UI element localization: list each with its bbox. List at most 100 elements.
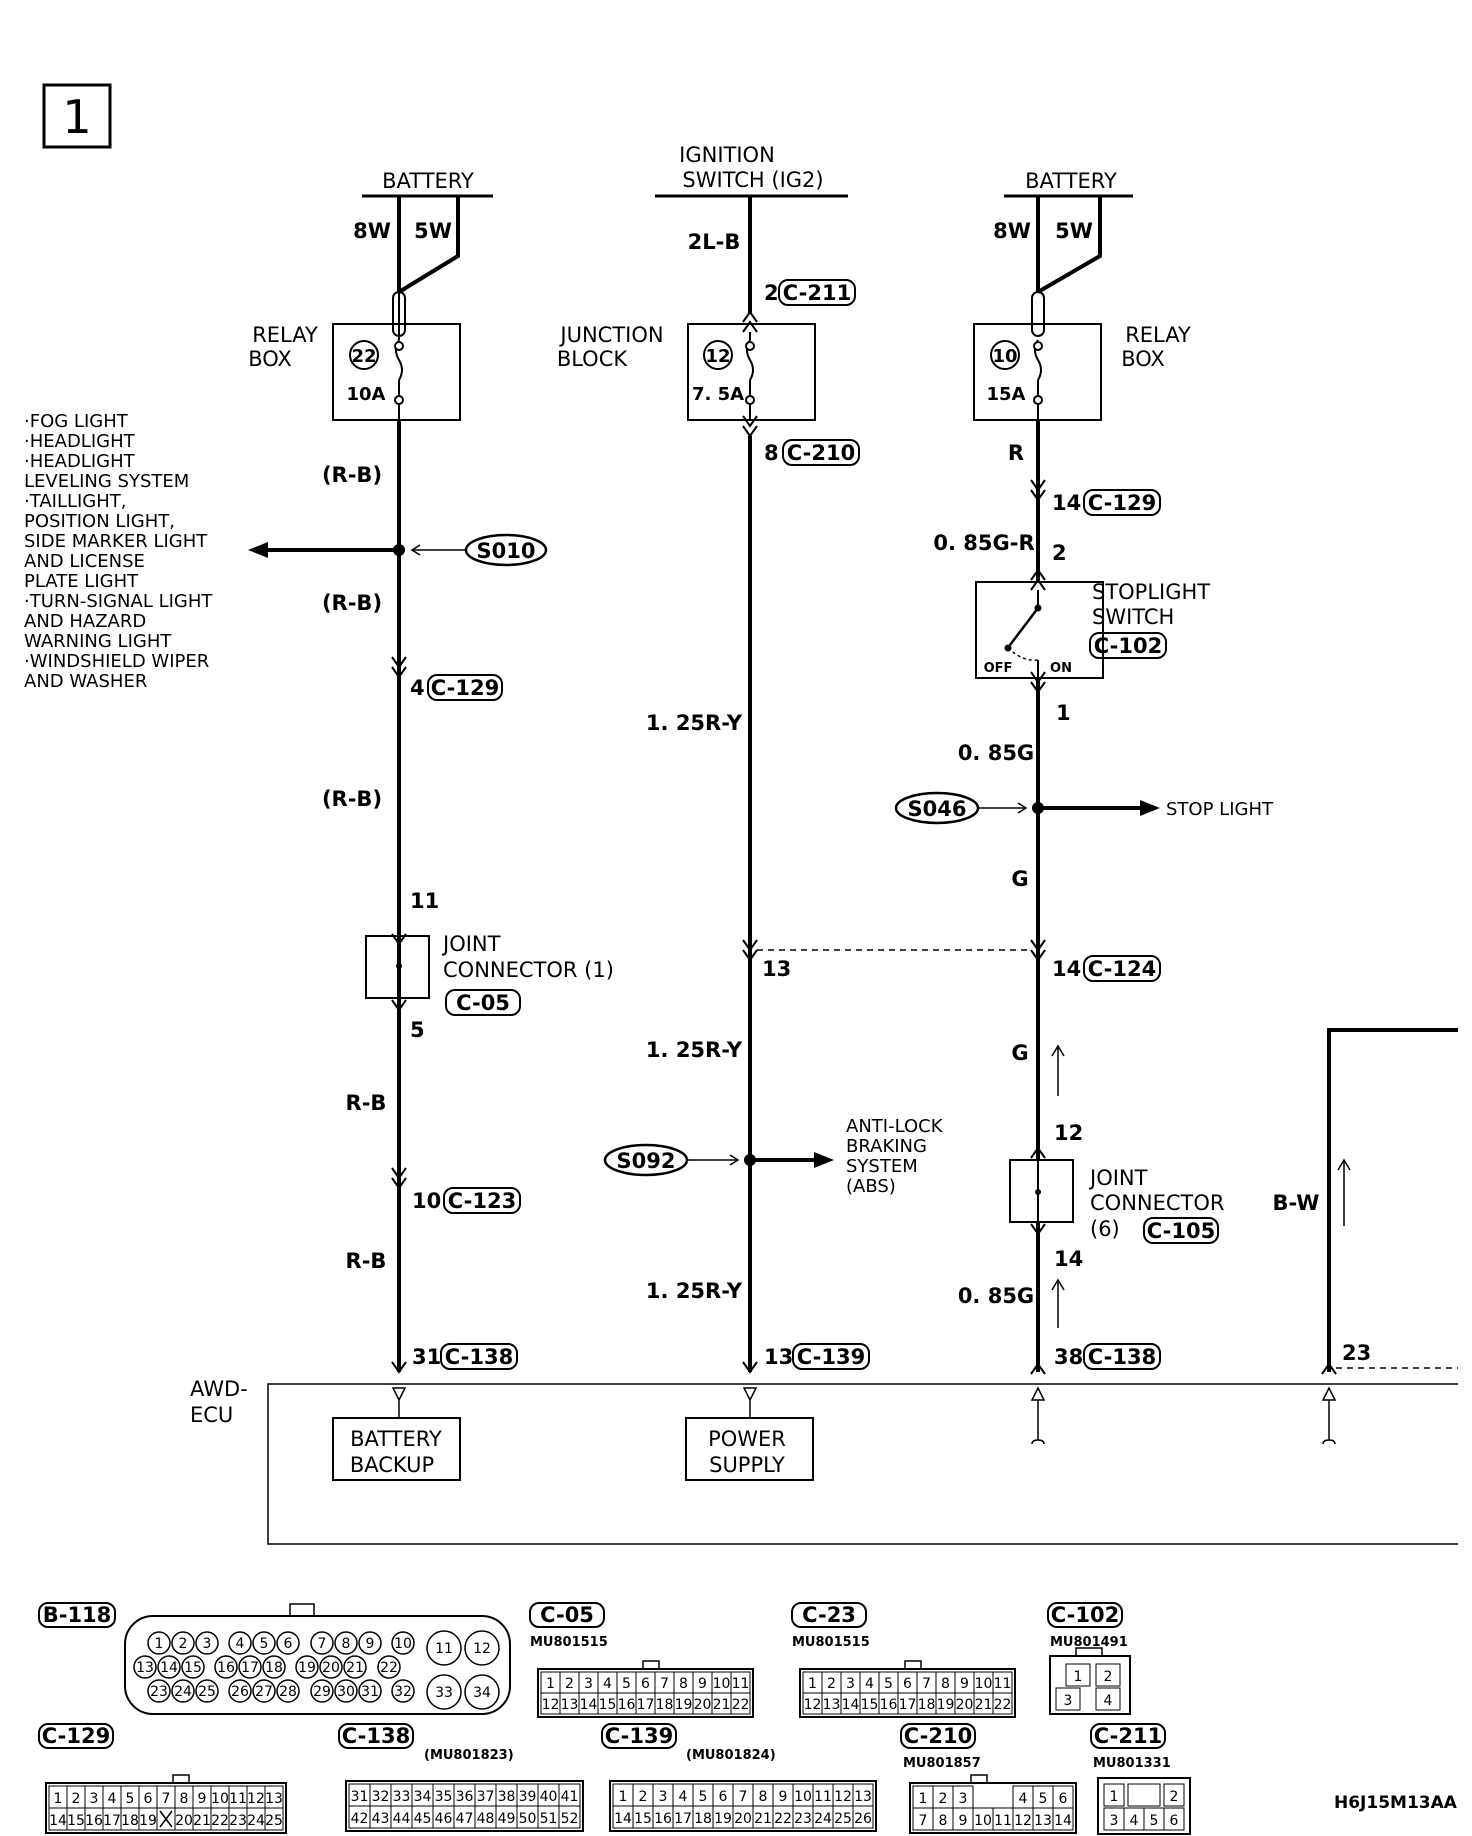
pin-31: 31 (412, 1345, 441, 1369)
svg-text:2: 2 (1104, 1669, 1113, 1685)
svg-text:1: 1 (155, 1636, 164, 1652)
ignition-line2: SWITCH (IG2) (682, 168, 823, 192)
wire-125ry-3: 1. 25R-Y (646, 1279, 743, 1303)
battery-right-label: BATTERY (1025, 169, 1117, 193)
pin-cell: 17 (674, 1811, 692, 1827)
fuse-amps-left: 10A (347, 384, 386, 405)
svg-text:3: 3 (203, 1636, 212, 1652)
pin-cell: 37 (477, 1789, 495, 1805)
pin-cell: 16 (880, 1697, 898, 1713)
junction-block-line1: JUNCTION (558, 323, 663, 347)
svg-text:4: 4 (1130, 1813, 1139, 1829)
connector-c23-part: MU801515 (792, 1635, 870, 1650)
pin-5: 5 (410, 1018, 425, 1042)
svg-text:7: 7 (318, 1636, 327, 1652)
pin-cell: 3 (959, 1791, 968, 1807)
pin-cell: 14 (580, 1697, 598, 1713)
svg-text:4: 4 (1104, 1693, 1113, 1709)
pin-cell: 6 (1059, 1791, 1068, 1807)
pin-cell: 26 (854, 1811, 872, 1827)
pin-2: 2 (764, 281, 779, 305)
pin-cell: 1 (546, 1676, 555, 1692)
svg-text:SYSTEM: SYSTEM (846, 1156, 918, 1177)
svg-text:21: 21 (346, 1660, 364, 1676)
pin-cell: 8 (180, 1791, 189, 1807)
connector-c210-name: C-210 (904, 1724, 972, 1748)
pin-cell: 34 (414, 1789, 432, 1805)
svg-text:19: 19 (298, 1660, 316, 1676)
pin-cell: 21 (713, 1697, 731, 1713)
pin-cell: 5 (884, 1676, 893, 1692)
wire-8w-right-label: 8W (993, 219, 1031, 243)
pin-cell: 11 (814, 1789, 832, 1805)
pin-cell: 20 (734, 1811, 752, 1827)
wire-085g-a: 0. 85G (958, 741, 1034, 765)
pin-8: 8 (764, 441, 779, 465)
svg-text:·HEADLIGHT: ·HEADLIGHT (24, 431, 136, 452)
pin-cell: 36 (456, 1789, 474, 1805)
pin-cell: 22 (211, 1813, 229, 1829)
pin-cell: 23 (794, 1811, 812, 1827)
pin-cell: 17 (103, 1813, 121, 1829)
connector-c102-part: MU801491 (1050, 1635, 1128, 1650)
pin-cell: 11 (994, 1813, 1012, 1829)
pin-cell: 12 (542, 1697, 560, 1713)
svg-text:33: 33 (435, 1685, 453, 1701)
pin-cell: 1 (619, 1789, 628, 1805)
pin-cell: 18 (918, 1697, 936, 1713)
pin-cell: 5 (622, 1676, 631, 1692)
wire-g-1: G (1011, 867, 1028, 891)
pin-cell: 2 (72, 1791, 81, 1807)
connector-tag-c129b (427, 674, 503, 701)
connector-c123-label: C-123 (448, 1189, 516, 1213)
connector-c05-label: C-05 (456, 991, 510, 1015)
junction-block-line2: BLOCK (557, 347, 629, 371)
fuse-number-right: 10 (992, 346, 1017, 367)
pin-cell: 1 (919, 1791, 928, 1807)
page-number-box (42, 83, 112, 149)
splice-s092-label: S092 (617, 1149, 676, 1173)
wire-rb-5: R-B (346, 1249, 387, 1273)
pin-cell: 8 (939, 1813, 948, 1829)
footer-code: H6J15M13AA (1334, 1793, 1458, 1813)
pin-cell: 10 (975, 1676, 993, 1692)
pin-cell: 25 (834, 1811, 852, 1827)
fuse-amps-right: 15A (987, 384, 1026, 405)
joint-6-line2: CONNECTOR (1090, 1191, 1225, 1215)
pin-cell: 3 (659, 1789, 668, 1805)
svg-text:1: 1 (1074, 1669, 1083, 1685)
pin-cell: 18 (694, 1811, 712, 1827)
pin-cell: 15 (599, 1697, 617, 1713)
connector-tag-c138b (1083, 1343, 1161, 1370)
pin-cell: 11 (229, 1791, 247, 1807)
svg-text:28: 28 (279, 1684, 297, 1700)
pin-4: 4 (410, 676, 425, 700)
power-supply-box (685, 1417, 814, 1481)
pin-cell: 4 (865, 1676, 874, 1692)
relay-box-left (332, 323, 461, 421)
pin-cell: 19 (139, 1813, 157, 1829)
joint-6-line1: JOINT (1088, 1166, 1148, 1190)
connector-c210-label: C-210 (787, 441, 855, 465)
ecu-line1: AWD- (190, 1377, 248, 1401)
connector-c129-name: C-129 (42, 1724, 110, 1748)
pin-11: 11 (410, 889, 439, 913)
pin-cell: 24 (247, 1813, 265, 1829)
svg-text:1: 1 (1110, 1789, 1119, 1805)
pin-cell: 15 (861, 1697, 879, 1713)
pin-23: 23 (1342, 1341, 1371, 1365)
ecu-line2: ECU (190, 1403, 233, 1427)
wire-rb-2: (R-B) (322, 591, 382, 615)
connector-c139-part: (MU801824) (686, 1748, 776, 1763)
pin-cell: 13 (561, 1697, 579, 1713)
pin-cell: 17 (899, 1697, 917, 1713)
ignition-line1: IGNITION (679, 143, 775, 167)
pin-cell: 9 (960, 1676, 969, 1692)
svg-text:17: 17 (241, 1660, 259, 1676)
awd-ecu-box (267, 1383, 1458, 1545)
svg-text:10: 10 (394, 1636, 412, 1652)
